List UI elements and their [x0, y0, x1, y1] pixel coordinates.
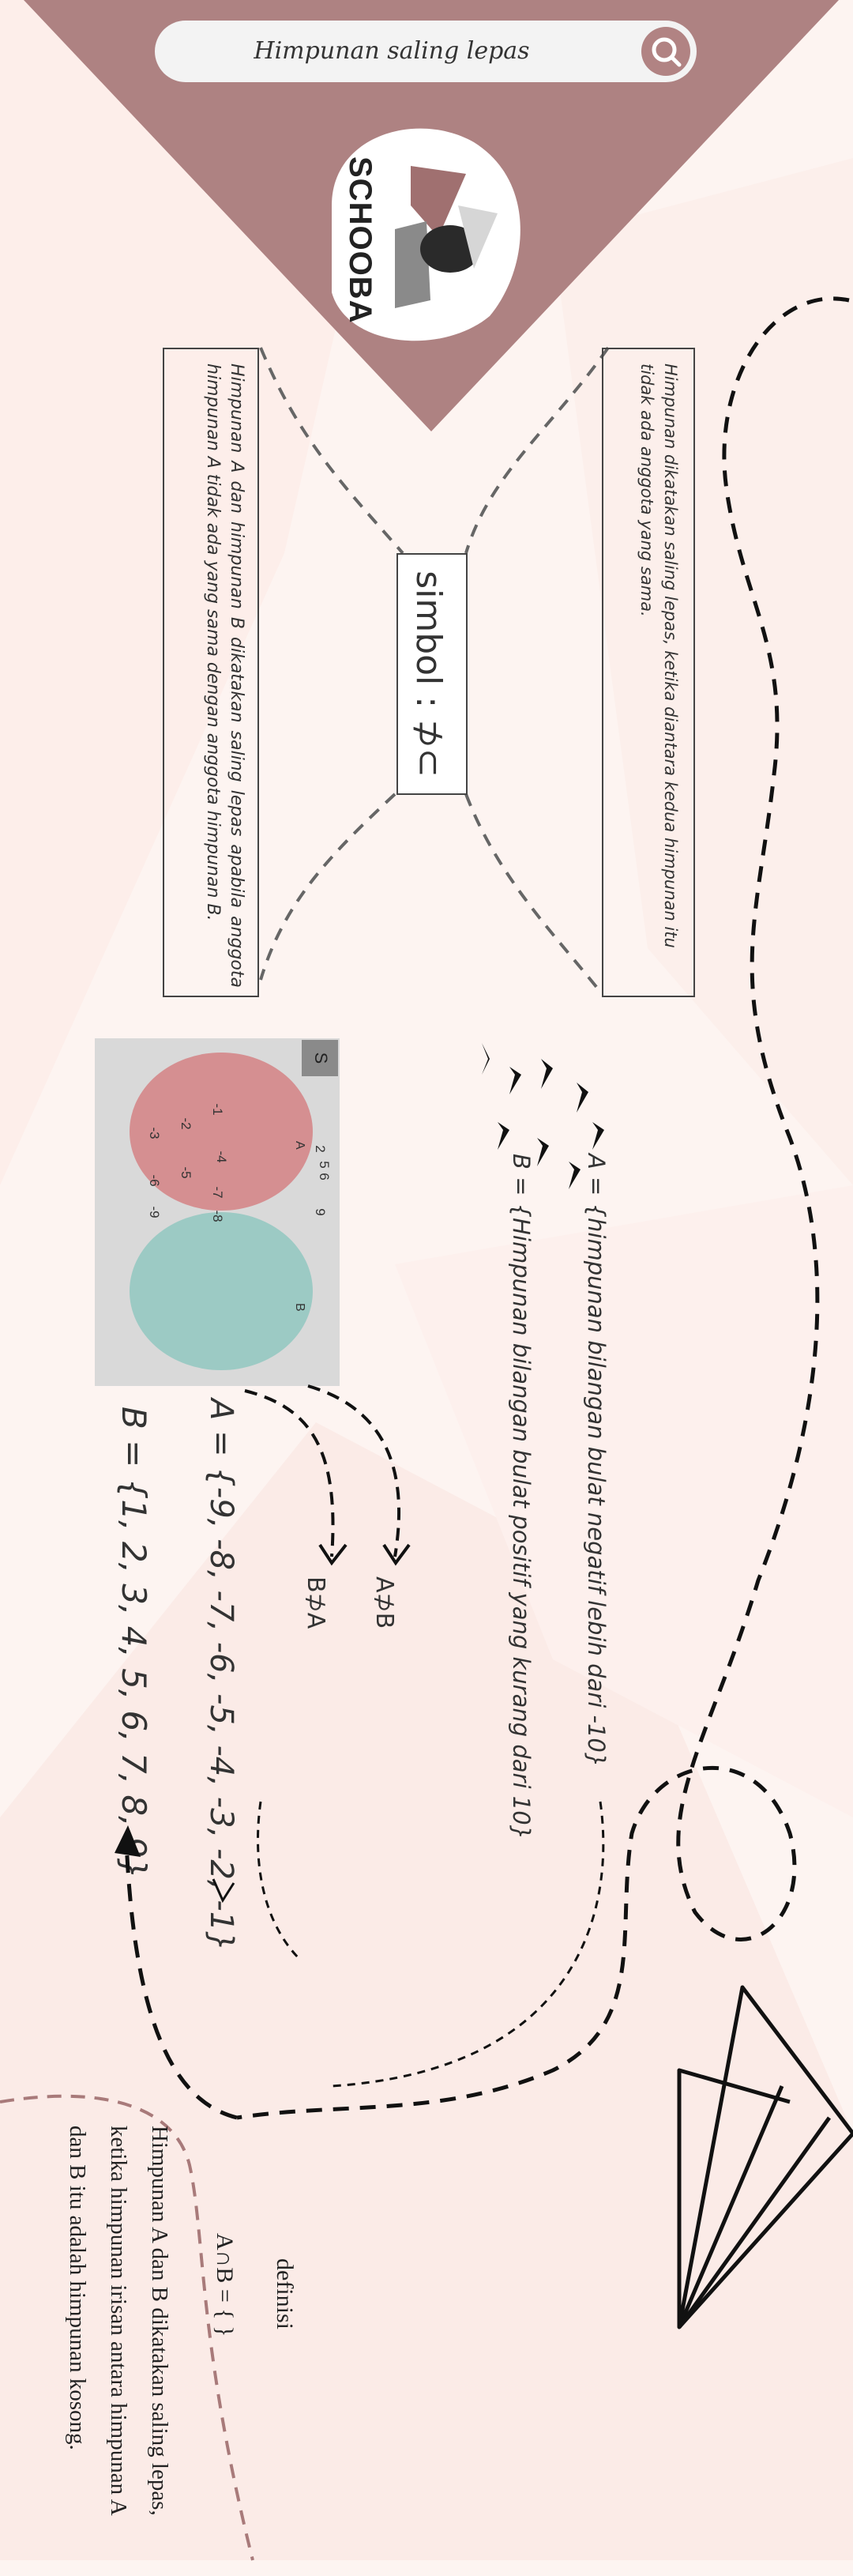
paper-plane-icon: [677, 1985, 853, 2329]
definition-box-right: [602, 348, 695, 997]
venn-a-member: -8: [210, 1210, 225, 1222]
venn-diagram: S A B -9-8-7-6-5-4-3-2-1 918675234: [95, 1038, 340, 1386]
venn-a-member: -5: [178, 1166, 194, 1178]
search-icon: [652, 37, 682, 67]
footer-formula: A∩B = { }: [212, 2233, 238, 2337]
venn-universal-label: S: [311, 1053, 331, 1064]
search-button[interactable]: [641, 27, 690, 76]
venn-a-member: -4: [214, 1151, 229, 1162]
venn-label-b: B: [293, 1303, 306, 1312]
venn-a-member: -9: [147, 1206, 162, 1218]
venn-b-member: 2: [313, 1145, 328, 1152]
venn-a-member: -1: [210, 1103, 225, 1115]
symbol-box: [396, 553, 468, 795]
logo-badge: [332, 128, 520, 341]
venn-b-member: 5: [317, 1161, 332, 1168]
venn-a-member: -7: [210, 1186, 225, 1198]
birds-decoration: [482, 1043, 604, 1189]
footer-definition-text: Himpunan A dan B dikatakan saling lepas,…: [65, 2126, 172, 2516]
definition-box-left: [163, 348, 259, 997]
connector-lines: [259, 346, 610, 993]
logo-mascot-icon: [395, 166, 498, 308]
venn-a-member: -3: [147, 1127, 162, 1139]
curved-arrows: [244, 1384, 411, 1566]
venn-universal-box: [302, 1040, 338, 1076]
venn-a-member: -2: [178, 1117, 194, 1129]
venn-b-member: 9: [313, 1208, 328, 1215]
venn-label-a: A: [293, 1141, 306, 1150]
venn-set-a: [130, 1053, 313, 1211]
venn-b-member: 6: [317, 1173, 332, 1180]
footer-heading: definisi: [272, 2258, 298, 2329]
venn-a-member: -6: [147, 1174, 162, 1186]
search-bar[interactable]: Himpunan saling lepas: [155, 21, 697, 82]
search-query[interactable]: Himpunan saling lepas: [254, 37, 530, 65]
venn-set-b: [130, 1212, 313, 1370]
footer-boundary: [0, 2094, 254, 2561]
